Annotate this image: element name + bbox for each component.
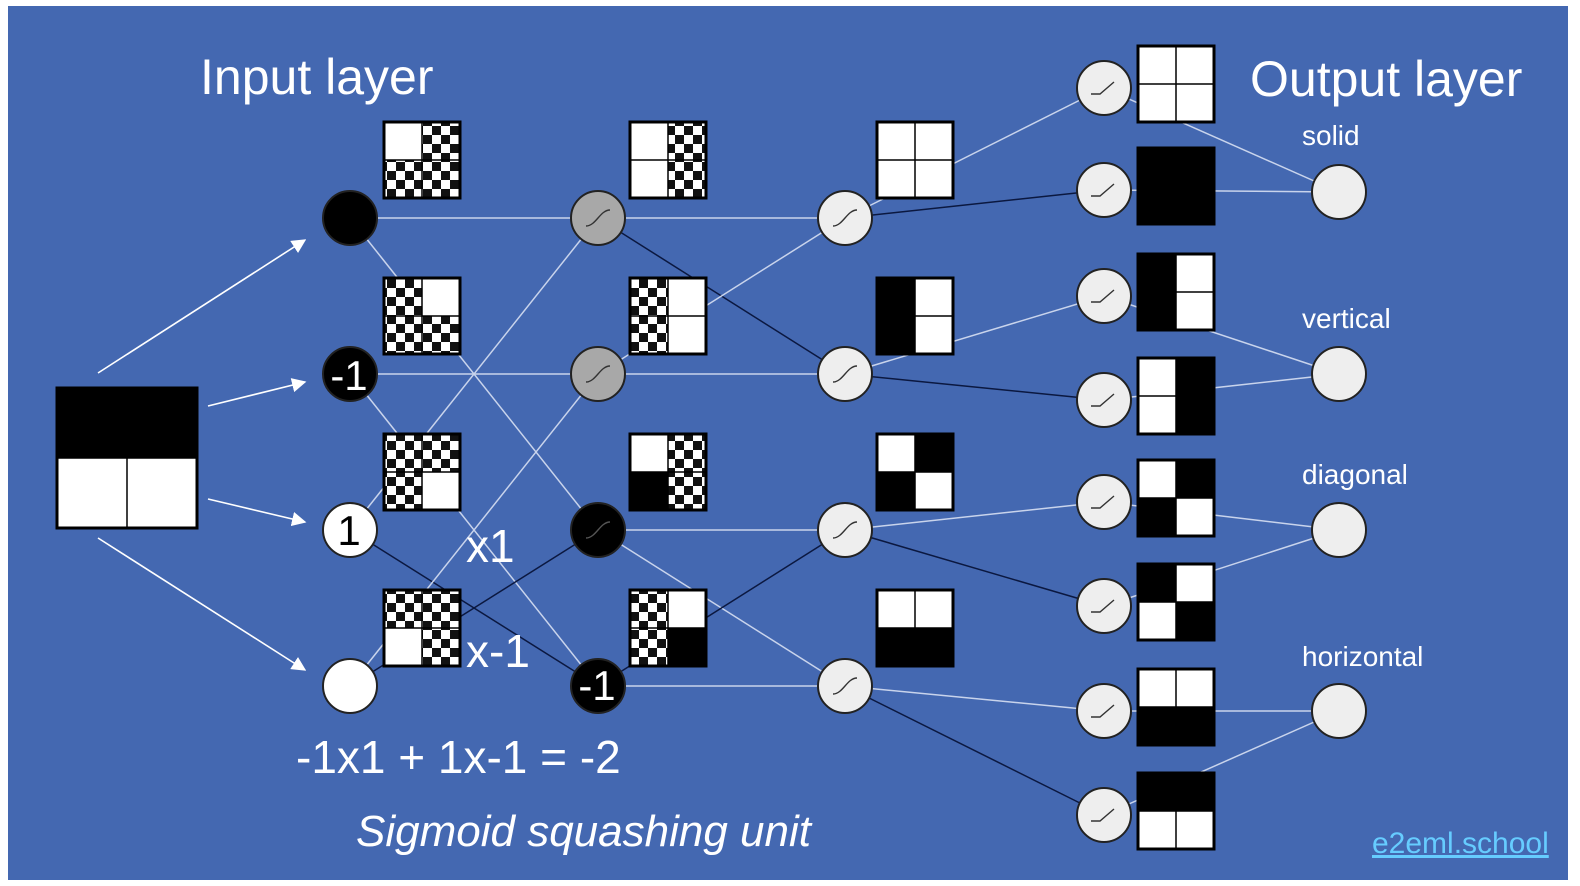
hidden3-pattern-2: [1136, 146, 1216, 226]
hidden2-pattern-4: [875, 588, 955, 668]
hidden1-node-3: [570, 502, 626, 558]
ramp-icon: [1091, 393, 1115, 407]
hidden3-pattern-1: [1136, 44, 1216, 124]
ramp-icon: [1091, 599, 1115, 613]
input-node-2: [322, 346, 378, 402]
input-node-3-value: 1: [337, 507, 361, 554]
hidden3-pattern-4: [1136, 356, 1216, 436]
ramp-icon: [1091, 808, 1115, 822]
sigmoid-icon: [585, 521, 611, 539]
sigmoid-icon: [832, 365, 858, 383]
connection-22: [844, 529, 1105, 607]
hidden3-pattern-7: [1136, 667, 1216, 747]
hidden-node-4-value: -1: [578, 662, 616, 709]
watermark-link[interactable]: e2eml.school: [1372, 827, 1549, 860]
hidden3-node-6: [1076, 578, 1132, 634]
ramp-icon: [1091, 704, 1115, 718]
input-image: [55, 386, 199, 530]
caption-label: Sigmoid squashing unit: [356, 807, 811, 856]
hidden3-pattern-6: [1136, 562, 1216, 642]
hidden3-node-5: [1076, 474, 1132, 530]
hidden2-pattern-3: [875, 432, 955, 512]
hidden2-node-2: [817, 346, 873, 402]
output-node-1: [1311, 164, 1367, 220]
input-pattern-4: [382, 588, 462, 668]
input-node-2-value: -1: [330, 352, 368, 399]
class-label-vertical: vertical: [1302, 303, 1391, 334]
hidden2-node-1: [817, 190, 873, 246]
pixel-patterns: [55, 44, 1216, 851]
slide-background: [8, 6, 1568, 880]
class-label-horizontal: horizontal: [1302, 641, 1424, 672]
sigmoid-icon: [832, 209, 858, 227]
output-layer-title: Output layer: [1250, 51, 1523, 107]
arrow-icon-3: [207, 498, 307, 527]
hidden1-node-2: [570, 346, 626, 402]
arrow-icon-1: [97, 239, 307, 374]
connection-23: [844, 685, 1105, 712]
sigmoid-icon: [585, 209, 611, 227]
connection-20: [844, 373, 1105, 401]
hidden3-node-8: [1076, 787, 1132, 843]
input-arrows: [97, 239, 307, 671]
class-label-solid: solid: [1302, 120, 1360, 151]
sigmoid-icon: [832, 521, 858, 539]
input-node-1: [322, 190, 378, 246]
output-node-2: [1311, 346, 1367, 402]
input-pattern-1: [382, 120, 462, 200]
hidden2-node-4: [817, 658, 873, 714]
weight-pos-label: x1: [466, 520, 515, 572]
sigmoid-icon: [585, 365, 611, 383]
input-node-4: [322, 658, 378, 714]
hidden1-pattern-2: [628, 276, 708, 356]
hidden3-pattern-5: [1136, 458, 1216, 538]
hidden1-pattern-1: [628, 120, 708, 200]
connection-18: [844, 189, 1105, 219]
hidden1-node-1: [570, 190, 626, 246]
equation-label: -1x1 + 1x-1 = -2: [296, 731, 621, 783]
hidden2-pattern-1: [875, 120, 955, 200]
ramp-icon: [1091, 289, 1115, 303]
hidden2-node-3: [817, 502, 873, 558]
ramp-icon: [1091, 183, 1115, 197]
hidden1-pattern-4: [628, 588, 708, 668]
ramp-icon: [1091, 495, 1115, 509]
arrow-icon-4: [97, 537, 307, 671]
input-pattern-3: [382, 432, 462, 512]
hidden3-pattern-8: [1136, 771, 1216, 851]
hidden3-node-3: [1076, 268, 1132, 324]
hidden1-node-4: [570, 658, 626, 714]
input-layer-title: Input layer: [200, 49, 434, 105]
arrow-icon-2: [207, 378, 307, 407]
class-label-diagonal: diagonal: [1302, 459, 1408, 490]
hidden3-node-4: [1076, 372, 1132, 428]
nodes: [322, 60, 1367, 843]
connection-24: [844, 685, 1105, 816]
hidden2-pattern-2: [875, 276, 955, 356]
hidden3-node-2: [1076, 162, 1132, 218]
hidden3-pattern-3: [1136, 252, 1216, 332]
ramp-icon: [1091, 81, 1115, 95]
sigmoid-icon: [832, 677, 858, 695]
output-node-3: [1311, 502, 1367, 558]
hidden3-node-7: [1076, 683, 1132, 739]
hidden3-node-1: [1076, 60, 1132, 116]
hidden1-pattern-3: [628, 432, 708, 512]
output-node-4: [1311, 683, 1367, 739]
connection-21: [844, 501, 1105, 531]
weight-neg-label: x-1: [466, 625, 530, 677]
input-pattern-2: [382, 276, 462, 356]
connection-19: [844, 295, 1105, 375]
input-node-3: [322, 502, 378, 558]
